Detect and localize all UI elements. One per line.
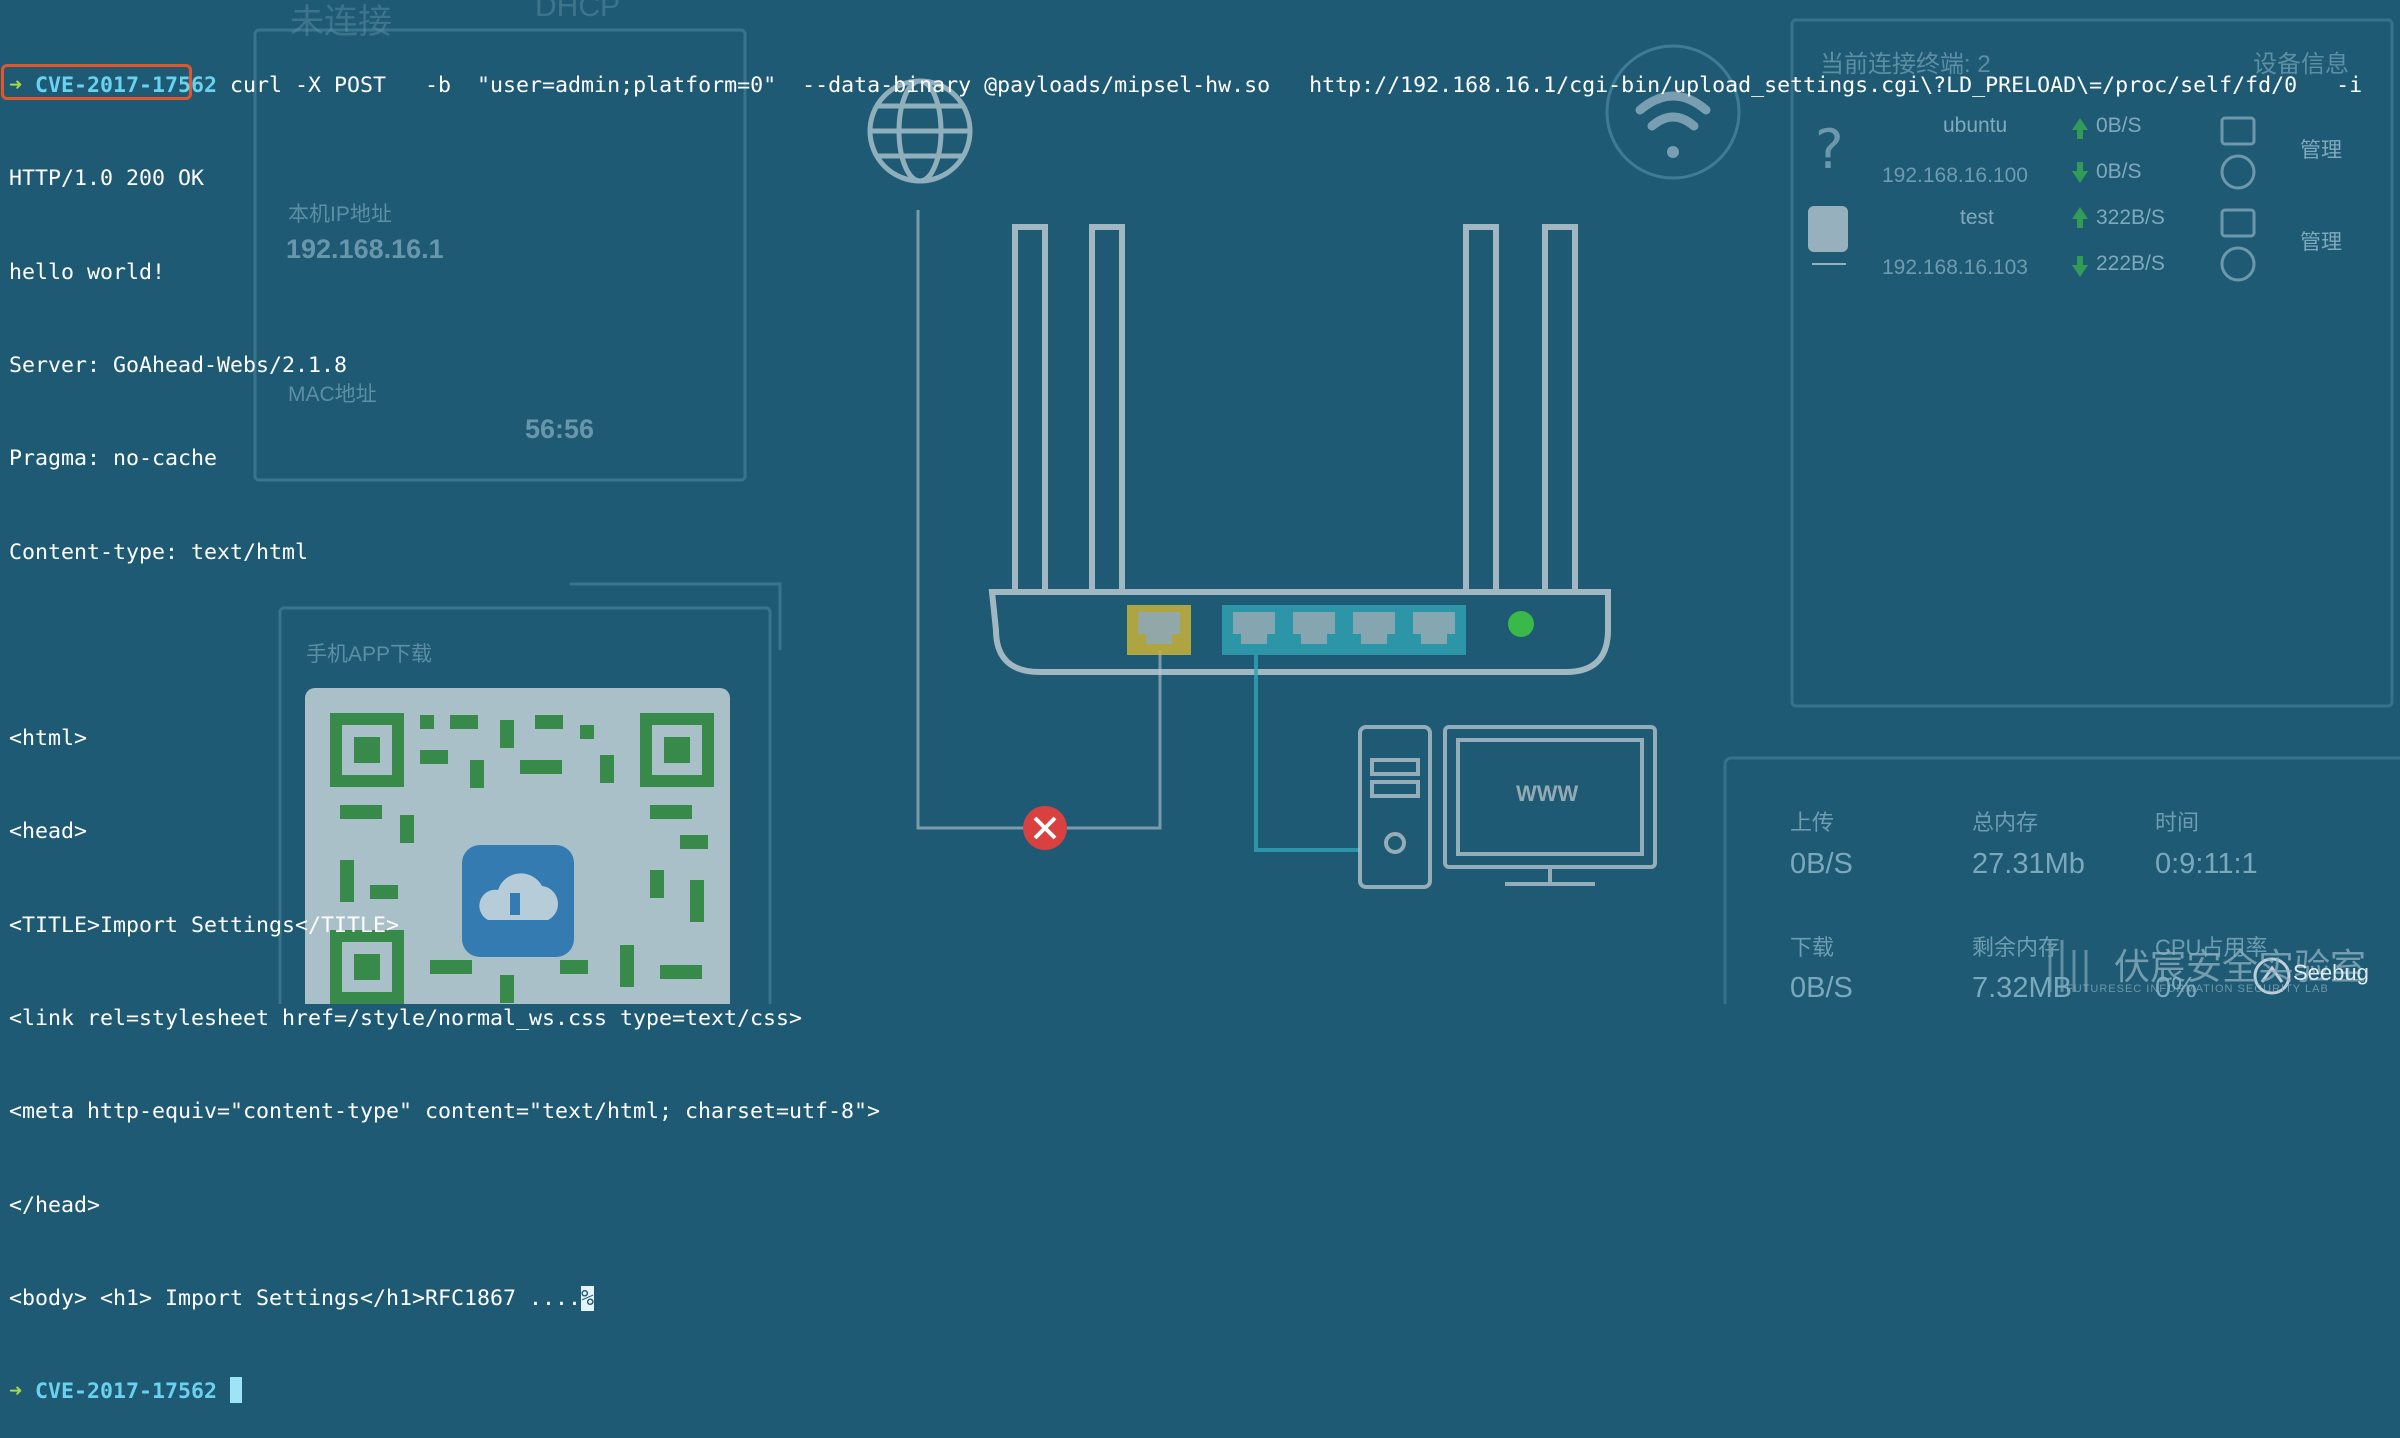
mac-label: MAC地址 <box>288 383 377 406</box>
seebug-logo-icon <box>2253 957 2291 995</box>
seebug-watermark: Seebug <box>2293 960 2369 985</box>
output-line-body: <body> <h1> Import Settings</h1>RFC1867 … <box>9 1283 2362 1314</box>
end-of-output-marker: % <box>581 1285 595 1311</box>
prompt-arrow-icon: ➜ <box>9 1379 23 1405</box>
output-line: Server: GoAhead-Webs/2.1.8 <box>9 353 348 379</box>
time-label: 时间 <box>2155 810 2200 835</box>
terminal-output[interactable]: ➜ CVE-2017-17562 curl -X POST -b "user=a… <box>9 8 2362 1438</box>
free-memory-label: 剩余内存 <box>1972 935 2061 960</box>
manage-button-test[interactable]: 管理 <box>2300 231 2342 254</box>
local-ip-label: 本机IP地址 <box>288 203 392 226</box>
total-memory-value: 27.31Mb <box>1972 848 2085 880</box>
lab-watermark: 伏宸安全实验室 <box>2114 946 2367 987</box>
client-ip-ubuntu: 192.168.16.100 <box>1882 164 2028 187</box>
client-down-rate-ubuntu: 0B/S <box>2096 160 2142 183</box>
cpu-usage-label: CPU占用率 <box>2155 935 2268 960</box>
mac-value: 56:56 <box>525 414 595 444</box>
output-line: Pragma: no-cache <box>9 446 218 472</box>
download-value: 0B/S <box>1790 972 1853 1004</box>
output-line: <TITLE>Import Settings</TITLE> <box>9 912 400 938</box>
prompt-arrow-icon: ➜ <box>9 73 23 99</box>
unconnected-title: 未连接 <box>290 3 392 41</box>
manage-button-ubuntu[interactable]: 管理 <box>2300 139 2342 162</box>
output-line: HTTP/1.0 200 OK <box>9 166 205 192</box>
output-line: </head> <box>9 1192 101 1218</box>
cpu-usage-value: 0% <box>2155 972 2197 1004</box>
client-ip-test: 192.168.16.103 <box>1882 256 2028 279</box>
text-cursor[interactable] <box>230 1377 243 1404</box>
lab-watermark-en: FUTURESEC INFORMATION SECURITY LAB <box>2066 983 2329 995</box>
output-line-hello-world: hello world! <box>9 259 166 285</box>
client-down-rate-test: 222B/S <box>2096 252 2165 275</box>
output-line: <head> <box>9 819 88 845</box>
download-arrow-icons <box>2072 162 2088 277</box>
output-line: <link rel=stylesheet href=/style/normal_… <box>9 1006 803 1031</box>
free-memory-value: 7.32MB <box>1972 972 2072 1004</box>
prompt-directory: CVE-2017-17562 <box>35 73 218 99</box>
globe-icon <box>867 78 973 184</box>
monitor-icon <box>1443 725 1657 886</box>
qr-code <box>305 688 730 1004</box>
output-line: <meta http-equiv="content-type" content=… <box>9 1099 881 1125</box>
disconnected-error-icon <box>1023 806 1067 850</box>
output-line: Content-type: text/html <box>9 539 309 565</box>
app-download-label: 手机APP下载 <box>306 643 433 666</box>
command-line: ➜ CVE-2017-17562 curl -X POST -b "user=a… <box>9 70 2362 101</box>
router-admin-background: ? <box>253 18 2400 1004</box>
final-prompt-line: ➜ CVE-2017-17562 <box>9 1376 2362 1407</box>
question-mark-icon: ? <box>1815 118 1844 181</box>
time-value: 0:9:11:1 <box>2155 848 2258 880</box>
client-name-test: test <box>1960 206 1994 229</box>
local-ip-value: 192.168.16.1 <box>286 234 444 264</box>
status-led <box>1508 611 1534 637</box>
desktop-pc-icon <box>1358 725 1432 889</box>
client-name-ubuntu: ubuntu <box>1943 114 2008 137</box>
hello-world-highlight <box>1 64 192 100</box>
output-line: <html> <box>9 726 88 752</box>
connected-clients-label: 当前连接终端: 2 <box>1820 51 1991 78</box>
body-line-text: <body> <h1> Import Settings</h1>RFC1867 … <box>9 1285 582 1311</box>
upload-value: 0B/S <box>1790 848 1853 880</box>
client-up-rate-test: 322B/S <box>2096 206 2165 229</box>
wifi-icon <box>1605 44 1741 180</box>
curl-command: curl -X POST -b "user=admin;platform=0" … <box>217 73 2363 99</box>
router-graphic <box>988 224 1611 675</box>
prompt-directory: CVE-2017-17562 <box>35 1379 218 1405</box>
total-memory-label: 总内存 <box>1972 810 2039 835</box>
download-label: 下载 <box>1790 935 1835 960</box>
upload-arrow-icons <box>2072 118 2088 228</box>
apple-icon <box>1808 206 1848 252</box>
upload-label: 上传 <box>1790 810 1835 835</box>
output-line <box>9 630 2362 661</box>
client-up-rate-ubuntu: 0B/S <box>2096 114 2142 137</box>
futuresec-logo-icon <box>2048 940 2088 992</box>
dhcp-label: DHCP <box>535 0 621 23</box>
www-label: WWW <box>1516 781 1579 806</box>
device-info-tab[interactable]: 设备信息 <box>2253 51 2349 78</box>
